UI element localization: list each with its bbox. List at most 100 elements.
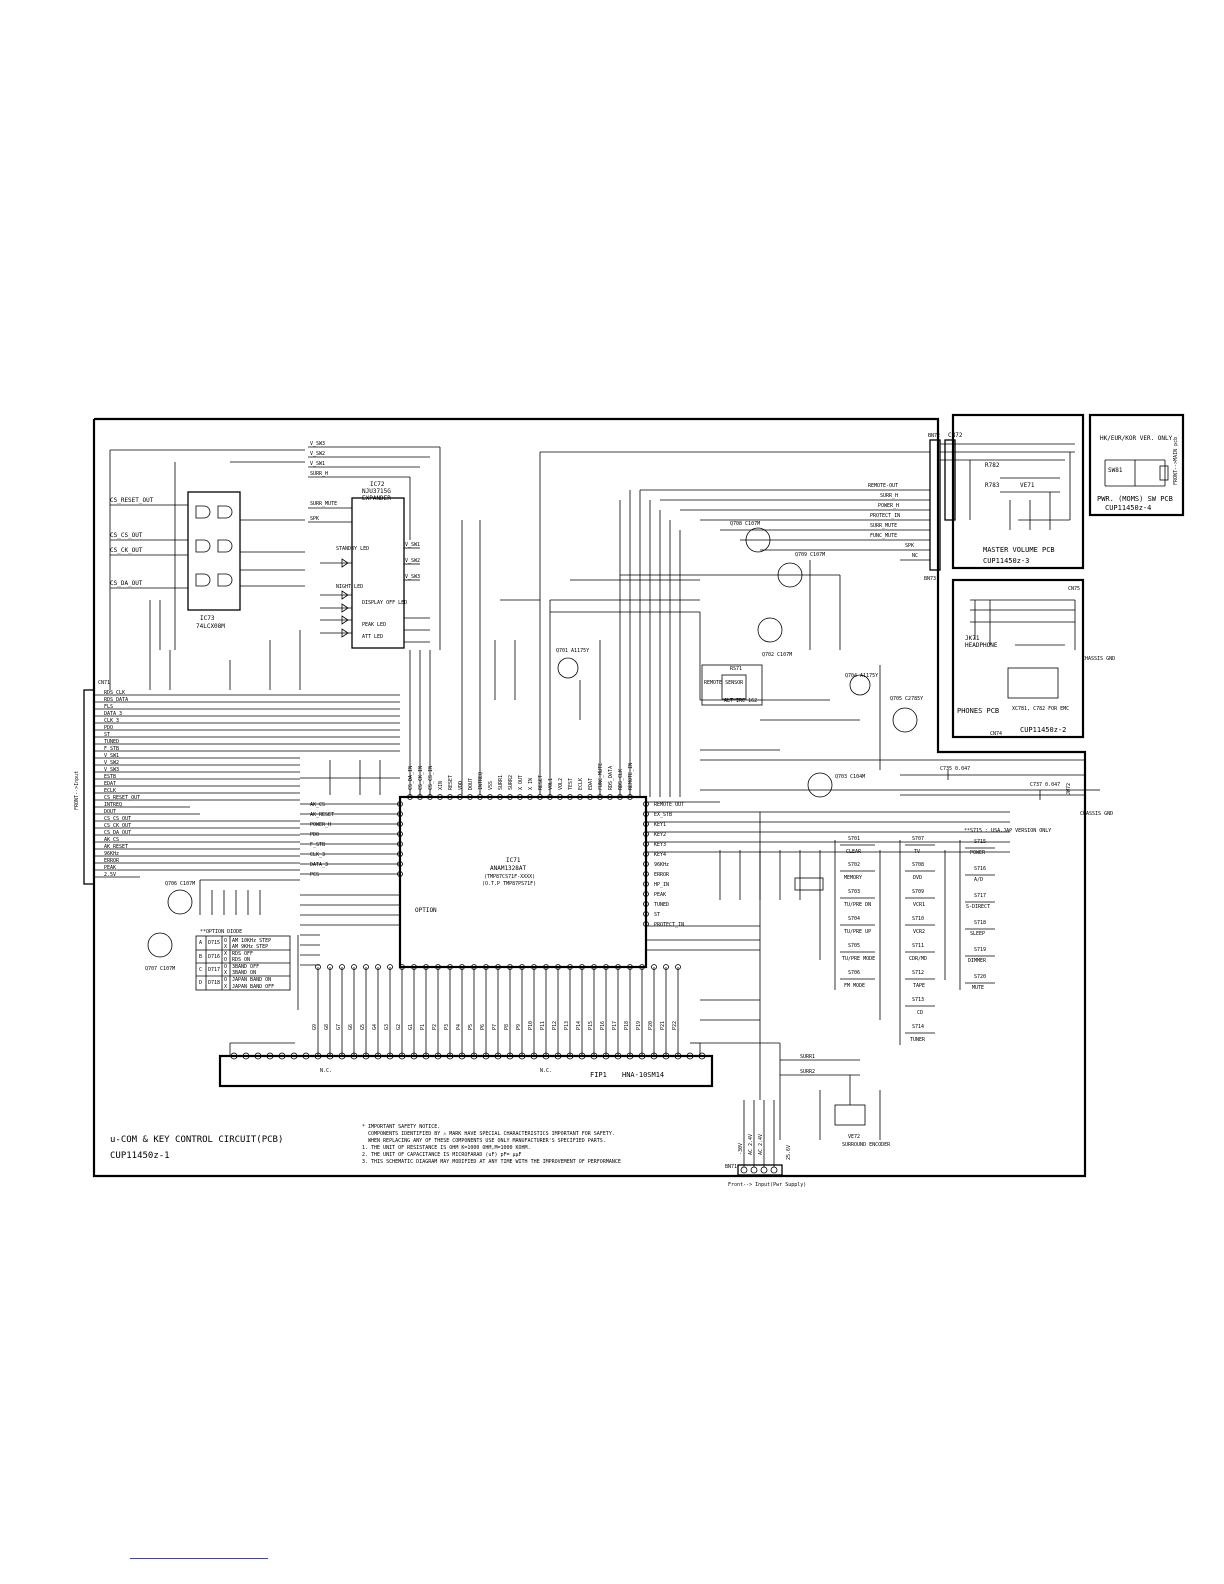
ic-right-10: TUNED: [654, 902, 669, 908]
opt-r3-c3: RDS ON: [232, 957, 250, 963]
left-sig-14: ECLK: [104, 788, 116, 794]
surr1-label: SURR1: [800, 1054, 815, 1060]
misc-wiring: [109, 449, 881, 1021]
left-sig-20: CS_DA_OUT: [104, 830, 131, 836]
ic-bottom-pin-29: P21: [660, 1021, 666, 1030]
ic-bottom-pin-7: G2: [396, 1024, 402, 1030]
ic-bottom-pin-15: P7: [492, 1024, 498, 1030]
ic-bottom-pin-9: P1: [420, 1024, 426, 1030]
surr-mute-label: SURR_MUTE: [310, 501, 337, 507]
ic-bottom-pin-11: P3: [444, 1024, 450, 1030]
left-sig-5: PDO: [104, 725, 113, 731]
sw-m-0-ref: S707: [912, 836, 924, 842]
ic-top-21: RDS_CLK: [618, 769, 624, 790]
left-sig-0: RDS_CLK: [104, 690, 125, 696]
ve71-label: VE71: [1020, 482, 1035, 489]
opt-r6-c0: D: [199, 980, 202, 986]
ic-top-18: EDAT: [588, 778, 594, 790]
v-sw3-label: V_SW3: [310, 441, 325, 447]
ic-bottom-pin-0: G9: [312, 1024, 318, 1030]
safety-line-1: COMPONENTS IDENTIFIED BY ⚠ MARK HAVE SPE…: [368, 1131, 615, 1137]
led-group: STANDBY LED NIGHT LED DISPLAY OFF LED PE…: [320, 546, 407, 640]
cn75-label: CN75: [1068, 586, 1080, 592]
c735-label: C735 0.047: [940, 766, 970, 772]
cn72-label: CN72: [948, 432, 963, 439]
sw-m-5-name: TAPE: [913, 983, 925, 989]
main-pcb-border: [92, 417, 1087, 1178]
phones-pcb-code: CUP11450z-2: [1020, 726, 1066, 734]
opt-r2-c2: X: [224, 951, 227, 957]
opt-r4-c2: O: [224, 964, 227, 970]
ic-top-0: CS_DA_IN: [408, 766, 414, 790]
left-sig-25: PEAK: [104, 865, 116, 871]
ic71-sub2: (O.T.P TMP87PS71F): [482, 881, 536, 887]
sw-m-4-ref: S711: [912, 943, 924, 949]
left-sig-26: 2.5V: [104, 872, 116, 878]
sw-l-2-ref: S703: [848, 889, 860, 895]
q702-label: Q702 C107M: [762, 652, 792, 658]
c737-label: C737 0.047: [1030, 782, 1060, 788]
transistor-group: [147, 527, 918, 958]
left-sig-13: EDAT: [104, 781, 116, 787]
q701-label: Q701 A1175Y: [556, 648, 589, 654]
left-sig-11: V_SW3: [104, 767, 119, 773]
ic-left-1: AK_RESET: [310, 812, 334, 818]
sw-r-0-name: POWER: [970, 850, 986, 856]
right-sig-4: SURR_MUTE: [870, 523, 897, 529]
ic-right-9: PEAK: [654, 892, 666, 898]
key-matrix-wires: [646, 759, 1085, 1100]
ic72-vsw2: V_SW2: [405, 558, 420, 564]
right-sig-2: POWER_H: [878, 503, 899, 509]
right-sig-6: SPK: [905, 543, 914, 549]
ic71-option: OPTION: [415, 907, 437, 914]
q706-label: Q706 C107M: [165, 881, 195, 887]
ic-right-4: KEY3: [654, 842, 666, 848]
ic-top-5: VDD: [458, 781, 464, 790]
ic-left-4: F_STB: [310, 842, 325, 848]
ic-bottom-pin-21: P13: [564, 1021, 570, 1030]
sw-r-0-ref: S715: [974, 839, 986, 845]
ic-top-10: SURR2: [508, 775, 514, 790]
left-sig-7: TUNED: [104, 739, 119, 745]
ic-bottom-pin-4: G5: [360, 1024, 366, 1030]
chassis-gnd-label: CHASSIS GND: [1080, 811, 1113, 817]
r782-label: R782: [985, 462, 1000, 469]
fip-part: HNA-10SM14: [622, 1071, 664, 1079]
right-sig-5: FUNC_MUTE: [870, 533, 897, 539]
left-sig-23: 96KHz: [104, 851, 119, 857]
ic72-part: NJU3715G: [362, 488, 391, 495]
ic72-vsw1: V_SW1: [405, 542, 420, 548]
sw-r-5-name: MUTE: [972, 985, 984, 991]
opt-r4-c0: C: [199, 967, 202, 973]
right-caps: C735 0.047 C737 0.047 CHASSIS GND JW72: [900, 766, 1113, 817]
led-att: ATT LED: [362, 634, 383, 640]
ic-bottom-pin-5: G4: [372, 1024, 378, 1030]
left-sig-2: FLS: [104, 704, 113, 710]
ic73-in-cs-da: CS_DA_OUT: [110, 580, 143, 587]
sw-m-1-name: DVD: [913, 875, 922, 881]
r783-label: R783: [985, 482, 1000, 489]
ic71-top-wires: [409, 490, 681, 797]
ic-bottom-pin-27: P19: [636, 1021, 642, 1030]
ic-top-11: X OUT: [518, 775, 524, 790]
left-sig-15: CS_RESET_OUT: [104, 795, 140, 801]
ic72: V_SW3 V_SW2 V_SW1 SURR_H SURR_MUTE SPK I…: [308, 441, 481, 795]
ic71-sub1: (TMP87CS71F-XXXX): [484, 874, 535, 880]
left-sig-12: ESTB: [104, 774, 116, 780]
master-volume-title: MASTER VOLUME PCB: [983, 546, 1055, 554]
ic-bottom-pin-26: P18: [624, 1021, 630, 1030]
sw-r-2-name: S-DIRECT: [966, 904, 990, 910]
ic73-part: 74LCX08M: [196, 623, 225, 630]
ic-top-8: VSS: [488, 781, 494, 790]
ic-bottom-pin-19: P11: [540, 1021, 546, 1030]
ic-left-3: PDO: [310, 832, 319, 838]
ic72-vsw3: V_SW3: [405, 574, 420, 580]
sw-m-6-name: CD: [917, 1010, 923, 1016]
switch-column-left: S701 CLEAR S702 MEMORY S703 TU/PRE DN S7…: [834, 836, 875, 990]
ic-top-7: INTREQ: [478, 772, 484, 790]
sw-r-3-name: SLEEP: [970, 931, 985, 937]
ic-right-6: 96KHz: [654, 862, 669, 868]
spk-label: SPK: [310, 516, 319, 522]
right-sig-7: NC: [912, 553, 918, 559]
ic-bottom-pin-12: P4: [456, 1024, 462, 1030]
